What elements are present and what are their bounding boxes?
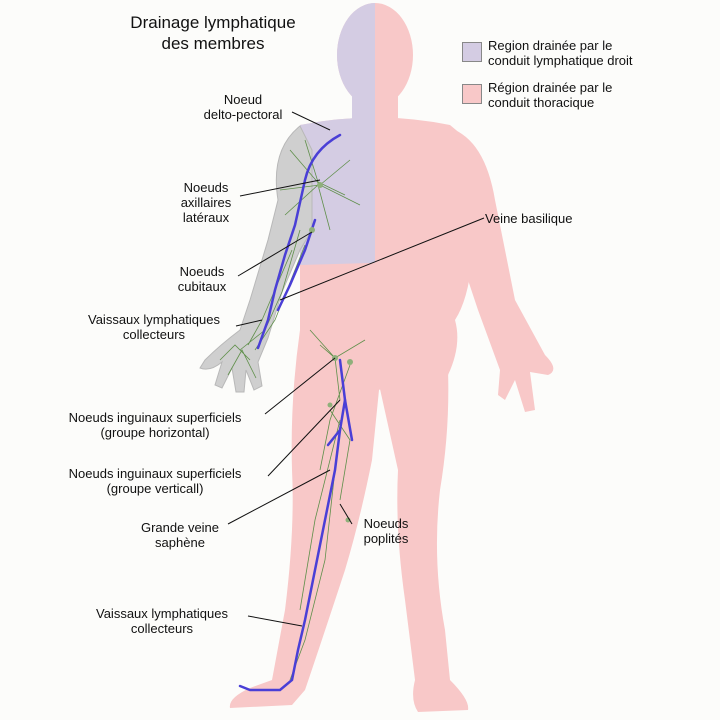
legend-label-thoracic-duct: Région drainée par le conduit thoracique: [488, 80, 613, 110]
basilic-vein: [276, 218, 317, 312]
label-popliteal-nodes: Noeuds poplités: [363, 516, 409, 546]
label-arm-collecting-vessels: Vaissaux lymphatiques collecteurs: [88, 312, 220, 342]
label-inguinal-horizontal: Noeuds inguinaux superficiels (groupe ho…: [68, 410, 242, 440]
label-inguinal-vertical: Noeuds inguinaux superficiels (groupe ve…: [68, 466, 242, 496]
diagram-title: Drainage lymphatique des membres: [130, 13, 296, 53]
legend-label-right-duct: Region drainée par le conduit lymphatiqu…: [488, 38, 633, 68]
label-delto-pectoral-node: Noeud delto-pectoral: [203, 92, 283, 122]
cephalic-vein: [256, 133, 342, 350]
label-cubital-nodes: Noeuds cubitaux: [177, 264, 227, 294]
femoral-branch: [326, 398, 354, 447]
great-saphenous-vein: [238, 358, 347, 692]
label-basilic-vein: Veine basilique: [485, 211, 573, 226]
right-arm: [199, 125, 313, 393]
label-great-saphenous-vein: Grande veine saphène: [140, 520, 220, 550]
label-leg-collecting-vessels: Vaissaux lymphatiques collecteurs: [96, 606, 228, 636]
label-axillary-nodes: Noeuds axillaires latéraux: [180, 180, 232, 225]
veins: [238, 133, 354, 692]
leader-lines: [227, 111, 485, 627]
legend-swatch-thoracic-duct: [462, 84, 482, 104]
legend-swatch-right-duct: [462, 42, 482, 62]
